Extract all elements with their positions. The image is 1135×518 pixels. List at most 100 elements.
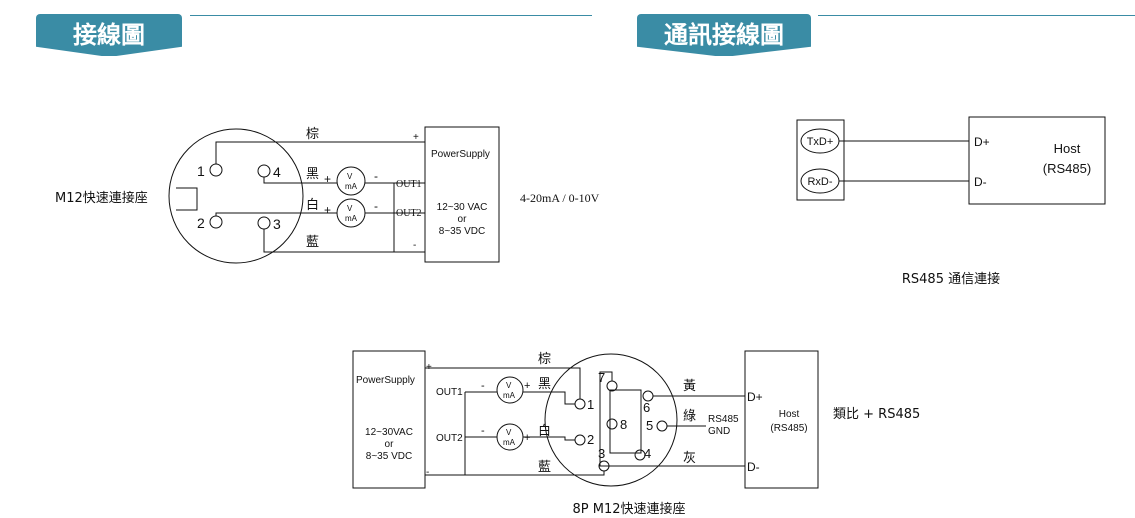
wire-brown-b [425,367,581,399]
pin-3-label: 3 [273,216,281,232]
wire-brown-label: 棕 [306,127,319,142]
wire-blue-label-b: 藍 [538,460,551,475]
power-plus: + [413,132,419,143]
out1-label: OUT1 [396,179,422,190]
power-title-2: PowerSupply [356,375,415,386]
wire-yellow-label: 黃 [683,379,696,394]
meter-1-minus: - [374,169,378,183]
pin-4 [257,164,271,178]
txd-label: TxD+ [807,136,834,148]
host-box [968,116,1106,205]
out2-label-b: OUT2 [436,433,463,444]
pin-5-label: 5 [646,418,653,433]
meter-1-b-minus: - [481,380,485,392]
rs485-gnd-1: RS485 [708,414,739,425]
pin-1 [209,163,223,177]
wire-blue-label: 藍 [306,235,319,250]
power-line-3: 8~35 VDC [439,226,485,237]
host-box-2 [744,350,819,489]
wire-black [263,177,337,184]
dminus-label-b: D- [747,460,760,474]
sensor-terminal-box [796,119,845,201]
pin-4-label: 4 [273,164,281,180]
pin-1-label: 1 [197,163,205,179]
meter-2-v: V [347,204,353,213]
rs485-gnd-2: GND [708,426,730,437]
connector-key [176,187,198,211]
dplus-label-b: D+ [747,390,763,404]
comm-header-rule [818,15,1135,16]
wire-white-b [523,436,575,441]
power-2-line-1: 12~30VAC [365,427,413,438]
meter-1-b-v: V [506,381,512,390]
meter-2-b-minus: - [481,425,485,437]
host-subtitle: (RS485) [1043,161,1091,176]
pin-4-b [634,449,646,461]
pin-4-label-b: 4 [644,446,651,461]
wire-black-label-b: 黑 [538,377,551,392]
pin-7-label: 7 [598,370,605,385]
wire-brown [215,141,425,164]
power-2-line-3: 8~35 VDC [366,451,412,462]
host-title-b: Host [779,409,800,420]
pin-3-label-b: 3 [598,446,605,461]
wire-black-b [523,391,575,405]
wire-blue-b [425,471,605,476]
connector-label: M12快速連接座 [55,190,148,206]
pin-3 [257,216,271,230]
pin-1-label-b: 1 [587,397,594,412]
connector-inner-key [609,389,642,454]
dminus-label: D- [974,175,987,189]
meter-1-plus: + [324,172,331,186]
pin-5-b [656,420,668,432]
out1-label-b: OUT1 [436,387,463,398]
power-2-plus: + [426,362,432,373]
bottom-caption: 8P M12快速連接座 [572,501,685,517]
pin-8-b [606,418,618,430]
pin-2-b [574,434,586,446]
meter-1-b-ma: mA [503,391,516,400]
wire-black-label: 黑 [306,167,319,182]
pin-2-label-b: 2 [587,432,594,447]
meter-2-b [496,423,524,451]
m12-connector-body [168,128,304,264]
power-supply-box [424,126,500,263]
meter-2-minus: - [374,199,378,213]
pin-1-b [574,398,586,410]
meter-1-v: V [347,172,353,181]
wire-white [215,212,337,216]
wire-blue [263,229,425,253]
side-note: 類比 + RS485 [833,407,920,422]
out2-label: OUT2 [396,208,422,219]
wire-white-label: 白 [306,197,319,213]
dplus-label: D+ [974,135,990,149]
wiring-header: 接線圖 [36,14,182,56]
power-line-2: or [458,214,468,225]
meter-2-b-v: V [506,428,512,437]
wire-green-label: 綠 [683,409,696,424]
meter-1 [336,166,366,196]
wire-gray-label: 灰 [683,451,696,466]
signal-label: 4-20mA / 0-10V [520,191,600,205]
rxd-label: RxD- [807,176,832,188]
wire-white-label-b: 白 [538,423,551,439]
meter-1-ma: mA [345,182,358,191]
comm-header: 通訊接線圖 [637,14,811,56]
pin-8-label: 8 [620,417,627,432]
pin-6-label: 6 [643,400,650,415]
pin-2-label: 2 [197,215,205,231]
power-minus: - [413,240,416,251]
host-title: Host [1054,141,1081,156]
power-title: PowerSupply [431,149,490,160]
wire-brown-label-b: 棕 [538,352,551,367]
wire-gray-b [599,371,745,467]
meter-2-plus: + [324,203,331,217]
wiring-header-rule [190,15,592,16]
rs485-caption: RS485 通信連接 [902,271,1000,287]
meter-2-ma: mA [345,214,358,223]
pin-2 [209,215,223,229]
meter-2-b-ma: mA [503,438,516,447]
power-2-line-2: or [385,439,395,450]
m12-8p-connector-body [544,353,678,487]
